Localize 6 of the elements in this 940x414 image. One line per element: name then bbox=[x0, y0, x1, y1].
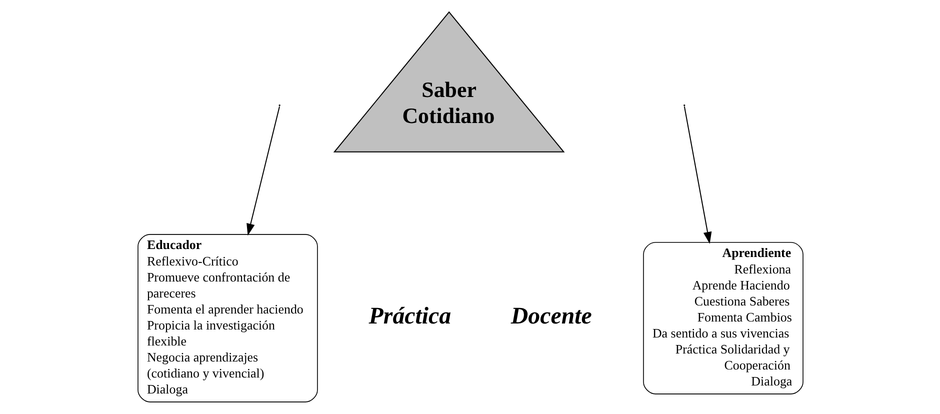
node-box: Educador Reflexivo-Crítico Promueve confrontación de pareceres Fomenta el aprender haciendo Propicia la investigación flexible Negocia aprendizajes (cotidiano y vivencial) Dialoga bbox=[137, 234, 318, 402]
arrow bbox=[246, 106, 280, 236]
label: Docente bbox=[510, 303, 592, 330]
node-box: Aprendiente Reflexiona Aprende Haciendo Cuestiona Saberes Fomenta Cambios Da sentido a sus vivencias Práctica Solidaridad y Cooperación Dialoga bbox=[642, 242, 803, 394]
label: Práctica bbox=[368, 303, 451, 330]
arrow bbox=[683, 106, 712, 244]
